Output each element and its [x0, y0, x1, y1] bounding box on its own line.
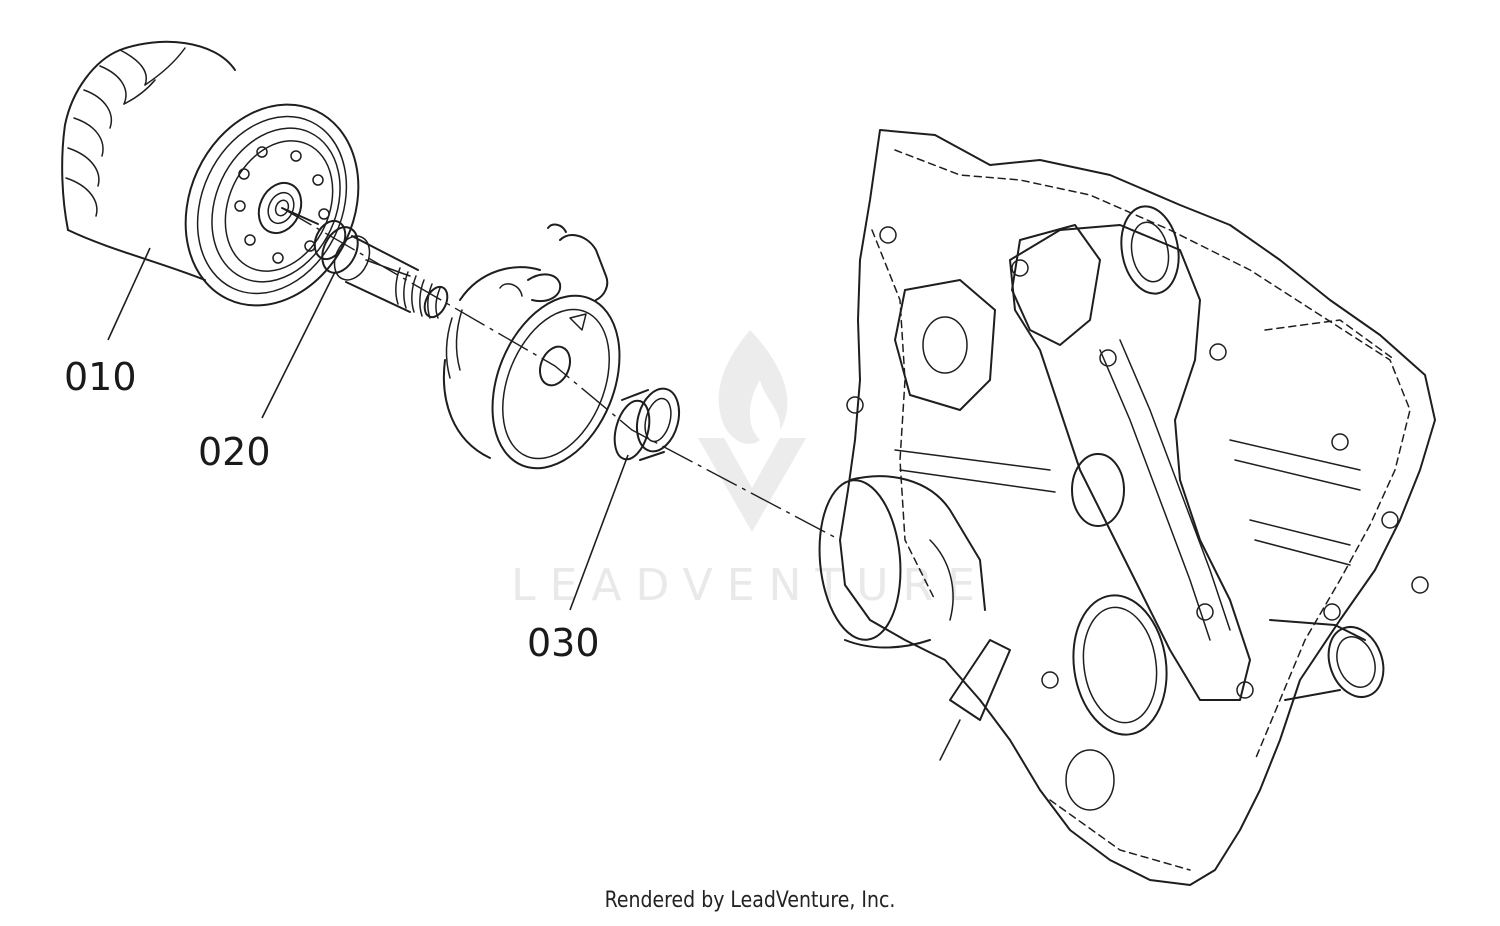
engine-case-drawing — [818, 129, 1436, 886]
oil-filter-drawing — [61, 40, 360, 307]
connector-stud-drawing — [281, 207, 449, 319]
collar-ring-drawing — [613, 387, 681, 461]
leader-line-030 — [569, 454, 629, 611]
watermark-text: LEADVENTURE — [511, 560, 989, 611]
leader-line-020 — [261, 271, 336, 419]
part-label-010: 010 — [64, 355, 137, 399]
watermark-logo-icon — [698, 330, 806, 532]
part-label-030: 030 — [527, 621, 600, 665]
oil-cooler-drawing — [442, 223, 621, 470]
leader-line-010 — [107, 247, 151, 341]
footer-credit: Rendered by LeadVenture, Inc. — [604, 888, 896, 913]
assembly-axis-line — [281, 207, 841, 541]
part-label-020: 020 — [198, 430, 271, 474]
watermark: LEADVENTURE — [511, 330, 989, 611]
